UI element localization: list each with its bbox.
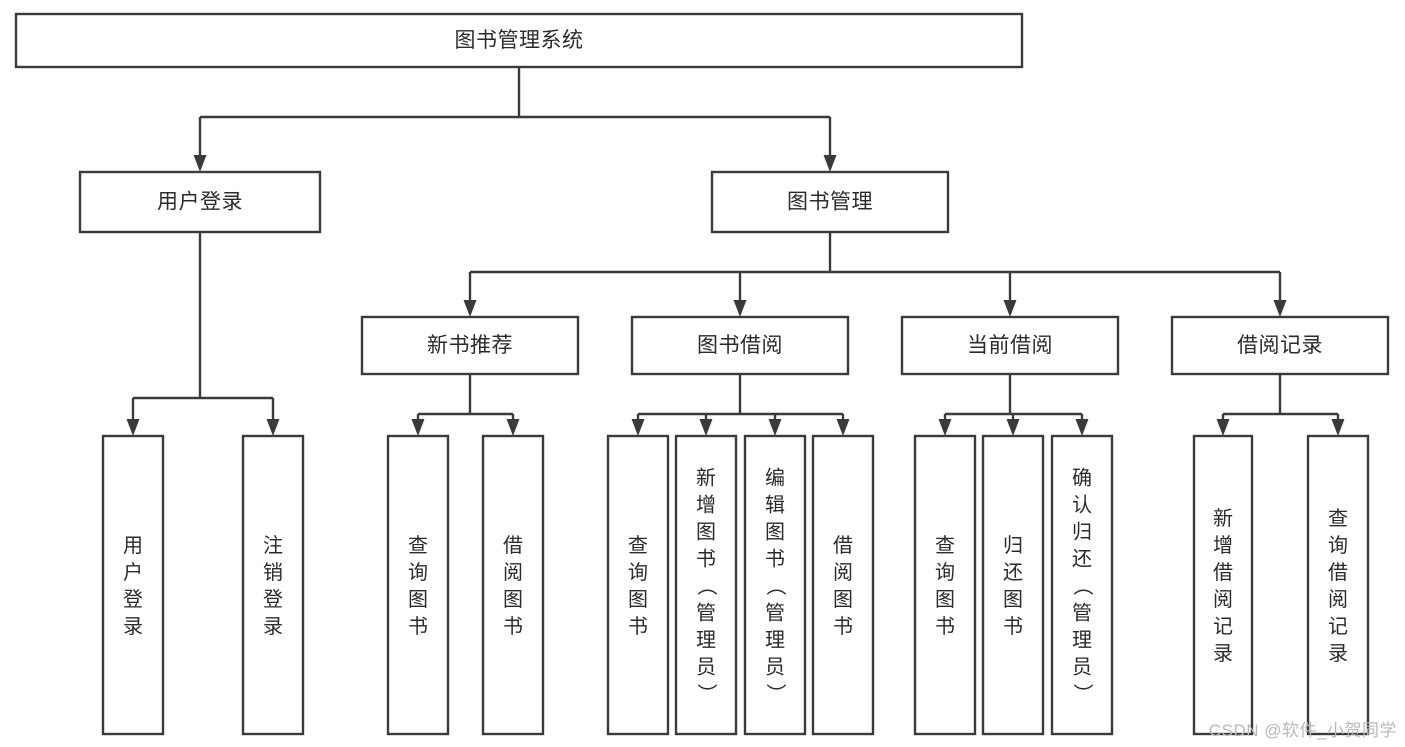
node-box-borrow-record[interactable] [1170,315,1390,376]
node-box-leaf-confirm-return[interactable] [1050,434,1114,736]
node-label-leaf-edit-book: 编辑图书（管理员） [765,467,786,706]
connector-book-borrow-bus [631,374,850,436]
node-box-leaf-query-book[interactable] [606,434,670,736]
connector-current-borrow-bus [938,374,1089,436]
node-label-leaf-add-record: 新增借阅记录 [1213,507,1233,665]
node-borrow-record[interactable]: 借阅记录 [1170,315,1390,376]
node-box-user-login[interactable] [78,170,322,234]
node-leaf-confirm-return[interactable]: 确认归还（管理员） [1050,434,1114,736]
node-current-borrow[interactable]: 当前借阅 [900,315,1120,376]
node-label-leaf-borrow-book-rec: 借阅图书 [503,534,523,638]
node-new-book-rec[interactable]: 新书推荐 [360,315,580,376]
node-box-book-borrow[interactable] [630,315,850,376]
node-box-current-borrow[interactable] [900,315,1120,376]
node-user-login[interactable]: 用户登录 [78,170,322,234]
node-label-leaf-query-book: 查询图书 [628,534,648,638]
node-leaf-add-record[interactable]: 新增借阅记录 [1192,434,1254,736]
node-box-leaf-add-book[interactable] [674,434,738,736]
node-leaf-query-book-rec[interactable]: 查询图书 [386,434,450,736]
node-label-leaf-confirm-return: 确认归还（管理员） [1072,467,1093,706]
node-box-book-manage[interactable] [710,170,950,234]
node-label-leaf-query-book-cur: 查询图书 [935,534,955,638]
node-box-root[interactable] [14,12,1024,69]
node-box-leaf-edit-book[interactable] [743,434,807,736]
node-root[interactable]: 图书管理系统 [14,12,1024,69]
node-layer: 图书管理系统用户登录图书管理新书推荐图书借阅当前借阅借阅记录用户登录注销登录查询… [14,12,1390,736]
node-label-leaf-user-logout: 注销登录 [263,534,283,638]
node-leaf-query-book-cur[interactable]: 查询图书 [913,434,977,736]
node-label-leaf-query-book-rec: 查询图书 [408,534,428,638]
connector-layer [126,67,1345,436]
node-leaf-return-book[interactable]: 归还图书 [981,434,1045,736]
node-book-borrow[interactable]: 图书借阅 [630,315,850,376]
node-box-leaf-borrow-book-rec[interactable] [481,434,545,736]
node-label-leaf-borrow-book: 借阅图书 [833,534,853,638]
node-box-leaf-borrow-book[interactable] [811,434,875,736]
connector-book-manage-bus [463,232,1287,317]
node-label-borrow-record: 借阅记录 [1237,334,1323,357]
node-book-manage[interactable]: 图书管理 [710,170,950,234]
connector-borrow-record-bus [1216,374,1345,436]
node-label-current-borrow: 当前借阅 [967,334,1053,357]
node-label-book-borrow: 图书借阅 [697,334,783,357]
node-leaf-borrow-book-rec[interactable]: 借阅图书 [481,434,545,736]
connector-new-book-rec-bus [411,374,520,436]
node-label-book-manage: 图书管理 [787,191,873,214]
node-leaf-user-login[interactable]: 用户登录 [101,434,165,736]
node-leaf-user-logout[interactable]: 注销登录 [241,434,305,736]
node-label-leaf-user-login: 用户登录 [123,535,143,638]
node-box-leaf-query-record[interactable] [1306,434,1370,736]
node-box-leaf-return-book[interactable] [981,434,1045,736]
node-label-leaf-query-record: 查询借阅记录 [1328,507,1348,665]
node-box-leaf-query-book-cur[interactable] [913,434,977,736]
connector-root-bus [193,67,837,172]
node-box-leaf-user-login[interactable] [101,434,165,736]
connector-user-login-bus [126,232,280,436]
node-label-leaf-add-book: 新增图书（管理员） [696,467,717,706]
node-leaf-query-book[interactable]: 查询图书 [606,434,670,736]
node-leaf-edit-book[interactable]: 编辑图书（管理员） [743,434,807,736]
node-label-leaf-return-book: 归还图书 [1003,534,1023,638]
node-box-leaf-user-logout[interactable] [241,434,305,736]
node-box-leaf-query-book-rec[interactable] [386,434,450,736]
node-leaf-borrow-book[interactable]: 借阅图书 [811,434,875,736]
node-leaf-query-record[interactable]: 查询借阅记录 [1306,434,1370,736]
node-label-user-login: 用户登录 [157,191,243,214]
node-leaf-add-book[interactable]: 新增图书（管理员） [674,434,738,736]
csdn-watermark: CSDN @软件_小贺同学 [1208,721,1397,740]
node-label-new-book-rec: 新书推荐 [427,334,513,357]
node-label-root: 图书管理系统 [455,29,584,52]
node-box-new-book-rec[interactable] [360,315,580,376]
node-box-leaf-add-record[interactable] [1192,434,1254,736]
